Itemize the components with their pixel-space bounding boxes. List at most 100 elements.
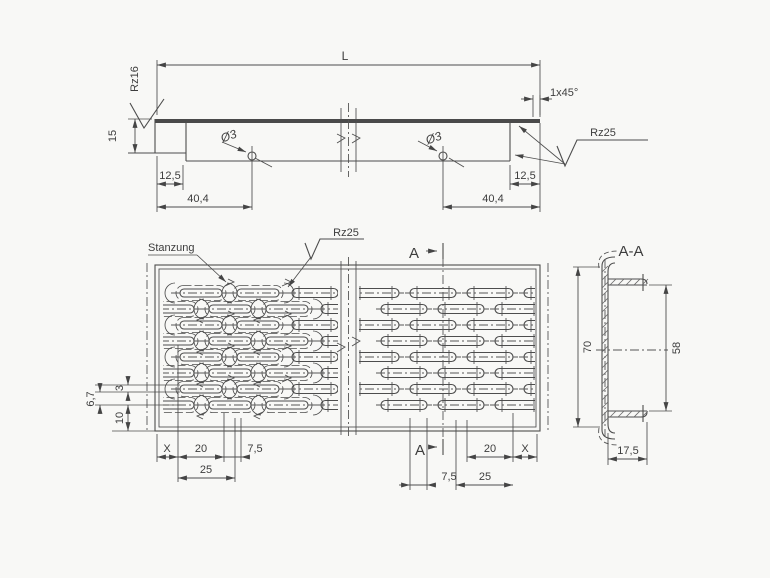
slot xyxy=(530,318,532,332)
slot xyxy=(437,399,485,411)
slot xyxy=(291,383,338,395)
dim-bridge-left: 7,5 xyxy=(247,443,262,455)
dim-x-left: X xyxy=(163,443,171,455)
slot xyxy=(236,288,280,298)
slot xyxy=(298,350,332,364)
dim-bridge-right: 7,5 xyxy=(441,471,456,483)
slot xyxy=(387,302,421,316)
plan-view: Stanzung Rz25 A A X 20 7,5 25 20 X xyxy=(85,227,549,490)
slot xyxy=(221,378,233,400)
slot xyxy=(163,400,195,410)
slot xyxy=(327,398,329,412)
slot xyxy=(359,350,393,364)
section-mark-bottom: A xyxy=(415,442,425,459)
dim-inset-right: 12,5 xyxy=(514,170,535,182)
slot xyxy=(523,383,535,395)
slot xyxy=(473,382,507,396)
slot xyxy=(416,350,450,364)
slot xyxy=(320,303,338,315)
slot xyxy=(601,265,649,425)
slot xyxy=(224,342,235,351)
slot xyxy=(501,366,535,380)
slot xyxy=(416,318,450,332)
slot xyxy=(137,363,147,383)
slot xyxy=(291,319,338,331)
slot xyxy=(501,302,535,316)
dim-row-offset: 6,7 xyxy=(85,391,97,406)
slot xyxy=(380,303,428,315)
slot xyxy=(359,319,400,331)
slot xyxy=(179,384,223,394)
surface-finish-plan-icon xyxy=(304,238,364,261)
slot xyxy=(416,382,450,396)
dim-chamfer: 1x45° xyxy=(550,87,578,99)
dim-pitch-right: 25 xyxy=(479,471,491,483)
slot xyxy=(179,320,223,330)
slot xyxy=(380,335,428,347)
slot xyxy=(163,304,195,314)
slot xyxy=(409,351,457,363)
slot xyxy=(208,400,252,410)
slot xyxy=(359,351,400,363)
slot xyxy=(265,336,309,346)
slot xyxy=(444,334,478,348)
slot xyxy=(208,368,252,378)
slot xyxy=(261,397,313,413)
slot xyxy=(473,318,507,332)
slot xyxy=(265,368,309,378)
slot xyxy=(494,303,535,315)
section-hatching xyxy=(601,265,649,425)
dim-bottom-margin: 10 xyxy=(114,412,126,424)
slot xyxy=(409,287,457,299)
slot xyxy=(494,335,535,347)
slot xyxy=(196,315,207,324)
surface-finish-plan-label: Rz25 xyxy=(333,227,359,239)
slot xyxy=(359,383,400,395)
break-zigzag xyxy=(336,133,361,144)
slot xyxy=(437,335,485,347)
slot xyxy=(140,412,149,419)
dim-height: 15 xyxy=(107,130,119,142)
slot xyxy=(387,334,421,348)
slot xyxy=(265,304,309,314)
hole-left-label: Ø3 xyxy=(218,127,239,146)
slot xyxy=(359,287,400,299)
slot xyxy=(501,398,535,412)
dim-length: L xyxy=(342,49,349,63)
slot xyxy=(232,381,284,397)
slot xyxy=(409,319,457,331)
bottom-flange xyxy=(608,410,648,418)
slot xyxy=(466,383,514,395)
slot xyxy=(208,304,252,314)
slot xyxy=(196,379,207,388)
slot xyxy=(444,302,478,316)
slot xyxy=(298,286,332,300)
slot xyxy=(253,347,264,356)
slot xyxy=(137,331,147,351)
dim-hole-offset-left: 40,4 xyxy=(187,193,208,205)
slot xyxy=(523,287,535,299)
slot xyxy=(359,286,393,300)
slot xyxy=(140,380,149,387)
slot xyxy=(387,366,421,380)
dim-slot-length-left: 20 xyxy=(195,443,207,455)
slot xyxy=(224,278,235,287)
slot xyxy=(298,318,332,332)
slot xyxy=(409,383,457,395)
slot xyxy=(221,282,233,304)
slot xyxy=(380,399,428,411)
slot xyxy=(208,336,252,346)
slot xyxy=(140,348,149,355)
slot xyxy=(196,411,207,420)
slot xyxy=(523,319,535,331)
slot xyxy=(253,411,264,420)
slot xyxy=(359,382,393,396)
slot xyxy=(291,287,338,299)
slot xyxy=(164,282,176,304)
slot xyxy=(232,349,284,365)
slot xyxy=(320,367,338,379)
slot xyxy=(232,285,284,301)
section-view: A-A 70 58 17,5 xyxy=(573,243,683,465)
dim-inset-left: 12,5 xyxy=(159,170,180,182)
